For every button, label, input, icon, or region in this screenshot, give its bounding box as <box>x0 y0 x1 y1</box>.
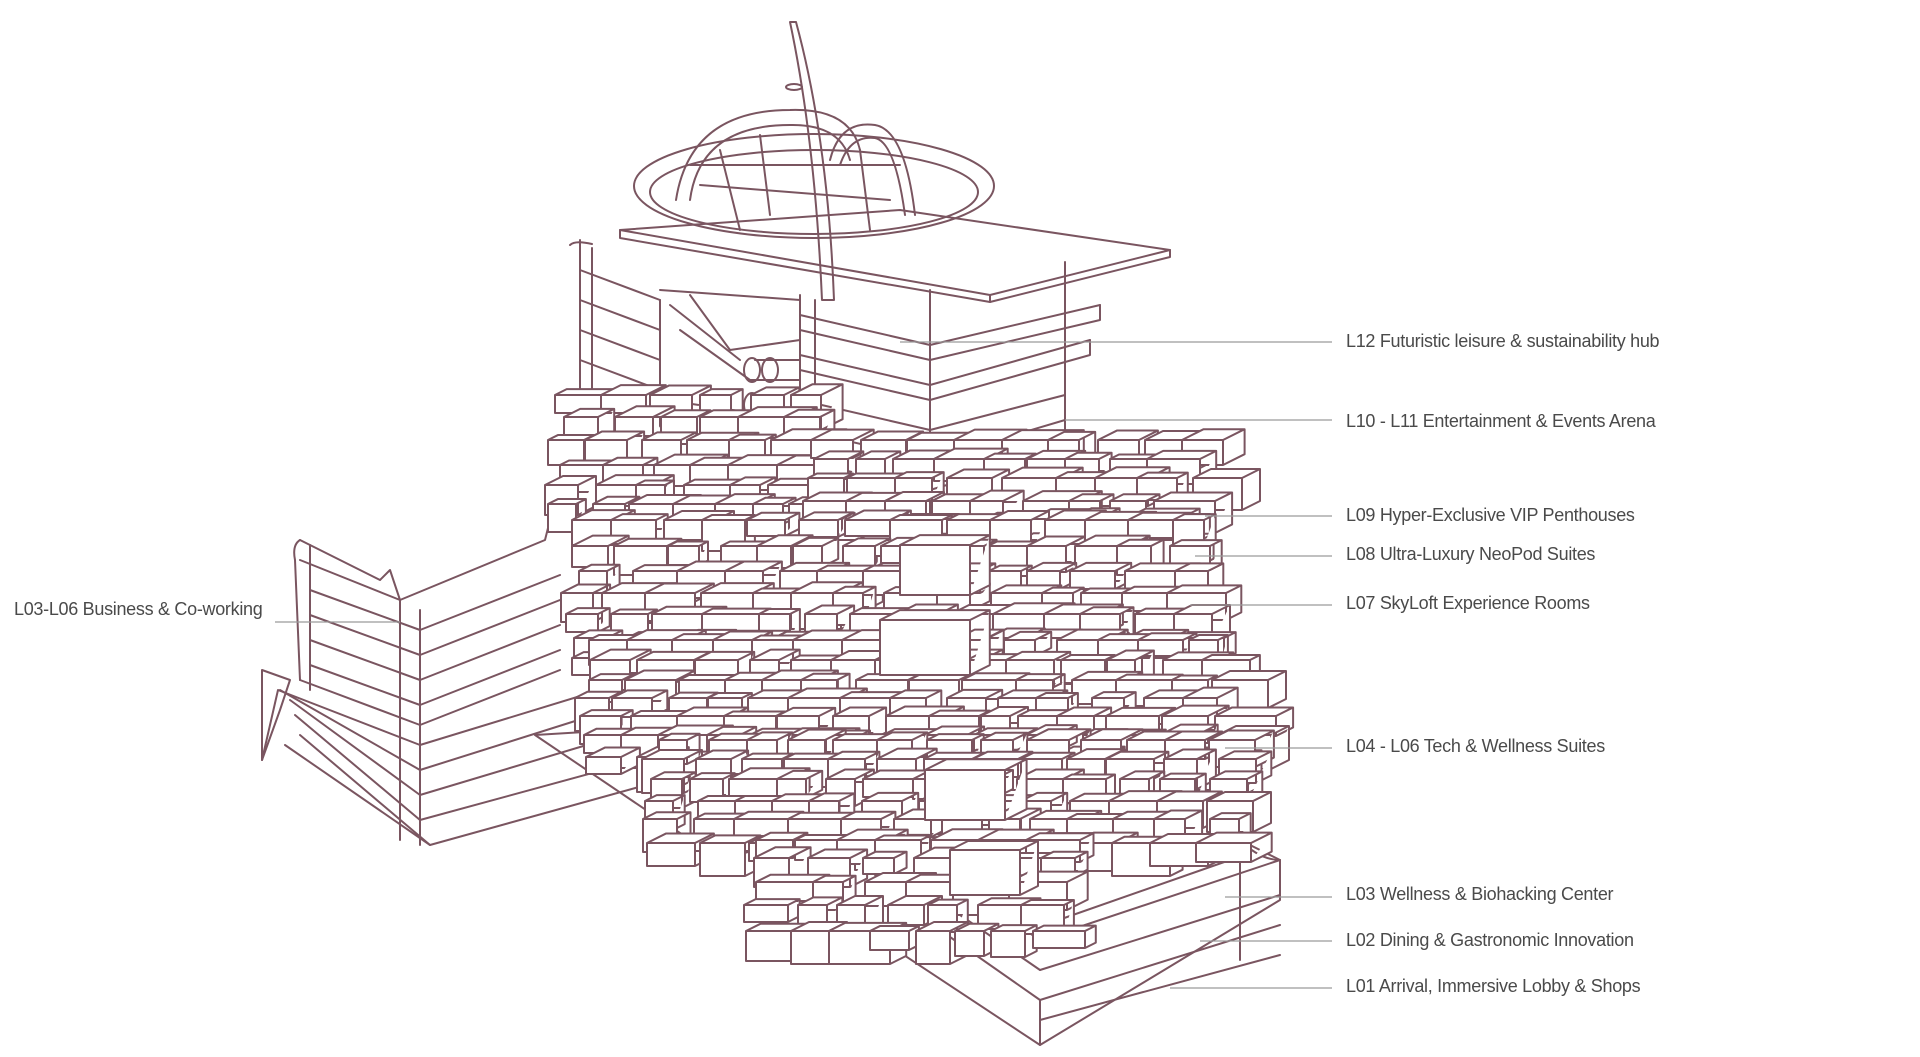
pod-module <box>990 924 1038 958</box>
pod-module <box>869 925 920 951</box>
pod-module <box>1195 831 1273 863</box>
label-l08: L08 Ultra-Luxury NeoPod Suites <box>1346 544 1596 564</box>
pod-module <box>954 922 1000 957</box>
label-l12: L12 Futuristic leisure & sustainability … <box>1346 331 1660 351</box>
pod-cluster <box>544 383 1295 965</box>
label-l07: L07 SkyLoft Experience Rooms <box>1346 593 1590 613</box>
pod-module <box>924 758 1028 821</box>
business-wing <box>261 519 701 846</box>
label-l01: L01 Arrival, Immersive Lobby & Shops <box>1346 976 1641 996</box>
rooftop-dome <box>633 108 995 239</box>
label-l03: L03 Wellness & Biohacking Center <box>1346 884 1614 904</box>
label-l10-l11: L10 - L11 Entertainment & Events Arena <box>1346 411 1656 431</box>
pod-module <box>1040 850 1089 877</box>
pod-module <box>899 534 991 596</box>
label-l04-l06: L04 - L06 Tech & Wellness Suites <box>1346 736 1605 756</box>
pod-module <box>1032 924 1097 949</box>
pod-module <box>667 540 709 566</box>
spire <box>785 21 835 301</box>
label-l02: L02 Dining & Gastronomic Innovation <box>1346 930 1634 950</box>
pod-module <box>743 898 801 923</box>
pod-module <box>798 511 855 538</box>
roof-canopy <box>619 209 1171 303</box>
label-l09: L09 Hyper-Exclusive VIP Penthouses <box>1346 505 1635 525</box>
label-l03-l06-business: L03-L06 Business & Co-working <box>14 599 263 619</box>
pod-module <box>949 840 1039 896</box>
pod-module <box>879 609 991 676</box>
